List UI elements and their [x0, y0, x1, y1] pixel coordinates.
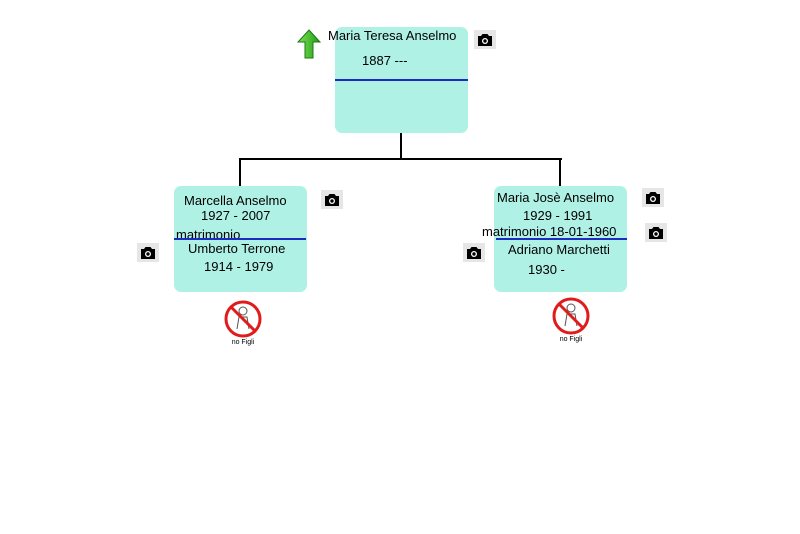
- child1-camera-icon[interactable]: [321, 190, 343, 209]
- child1-no-children: no Figli: [213, 299, 273, 347]
- sibling-horizontal-connector: [239, 158, 562, 160]
- root-person-name: Maria Teresa Anselmo: [328, 28, 457, 43]
- root-divider: [335, 79, 468, 81]
- child2-no-children-label: no Figli: [559, 336, 583, 343]
- root-person-years: 1887 ---: [362, 53, 408, 68]
- child2-divider: [496, 238, 627, 240]
- child1-spouse-camera-icon[interactable]: [137, 243, 159, 262]
- child1-no-children-label: no Figli: [231, 339, 255, 346]
- child2-name: Maria Josè Anselmo: [497, 190, 615, 205]
- child1-spouse-years: 1914 - 1979: [204, 259, 274, 274]
- go-up-arrow-icon[interactable]: [296, 29, 322, 64]
- child1-vertical-connector: [239, 158, 241, 187]
- no-children-icon: [552, 297, 590, 335]
- child2-marriage-camera-icon[interactable]: [645, 223, 667, 242]
- child2-years: 1929 - 1991: [523, 208, 593, 223]
- child2-spouse-years: 1930 -: [528, 262, 565, 277]
- child1-spouse-name: Umberto Terrone: [188, 241, 286, 256]
- root-vertical-connector: [400, 132, 402, 160]
- child1-divider: [174, 238, 306, 240]
- child1-name: Marcella Anselmo: [184, 193, 287, 208]
- no-children-icon: [224, 300, 262, 338]
- root-camera-icon[interactable]: [474, 30, 496, 49]
- child2-spouse-name: Adriano Marchetti: [508, 242, 610, 257]
- child2-no-children: no Figli: [541, 296, 601, 344]
- child1-years: 1927 - 2007: [201, 208, 271, 223]
- child2-marriage-label: matrimonio 18-01-1960: [482, 224, 617, 239]
- child2-vertical-connector: [559, 158, 561, 187]
- child2-spouse-camera-icon[interactable]: [463, 243, 485, 262]
- child2-camera-icon[interactable]: [642, 188, 664, 207]
